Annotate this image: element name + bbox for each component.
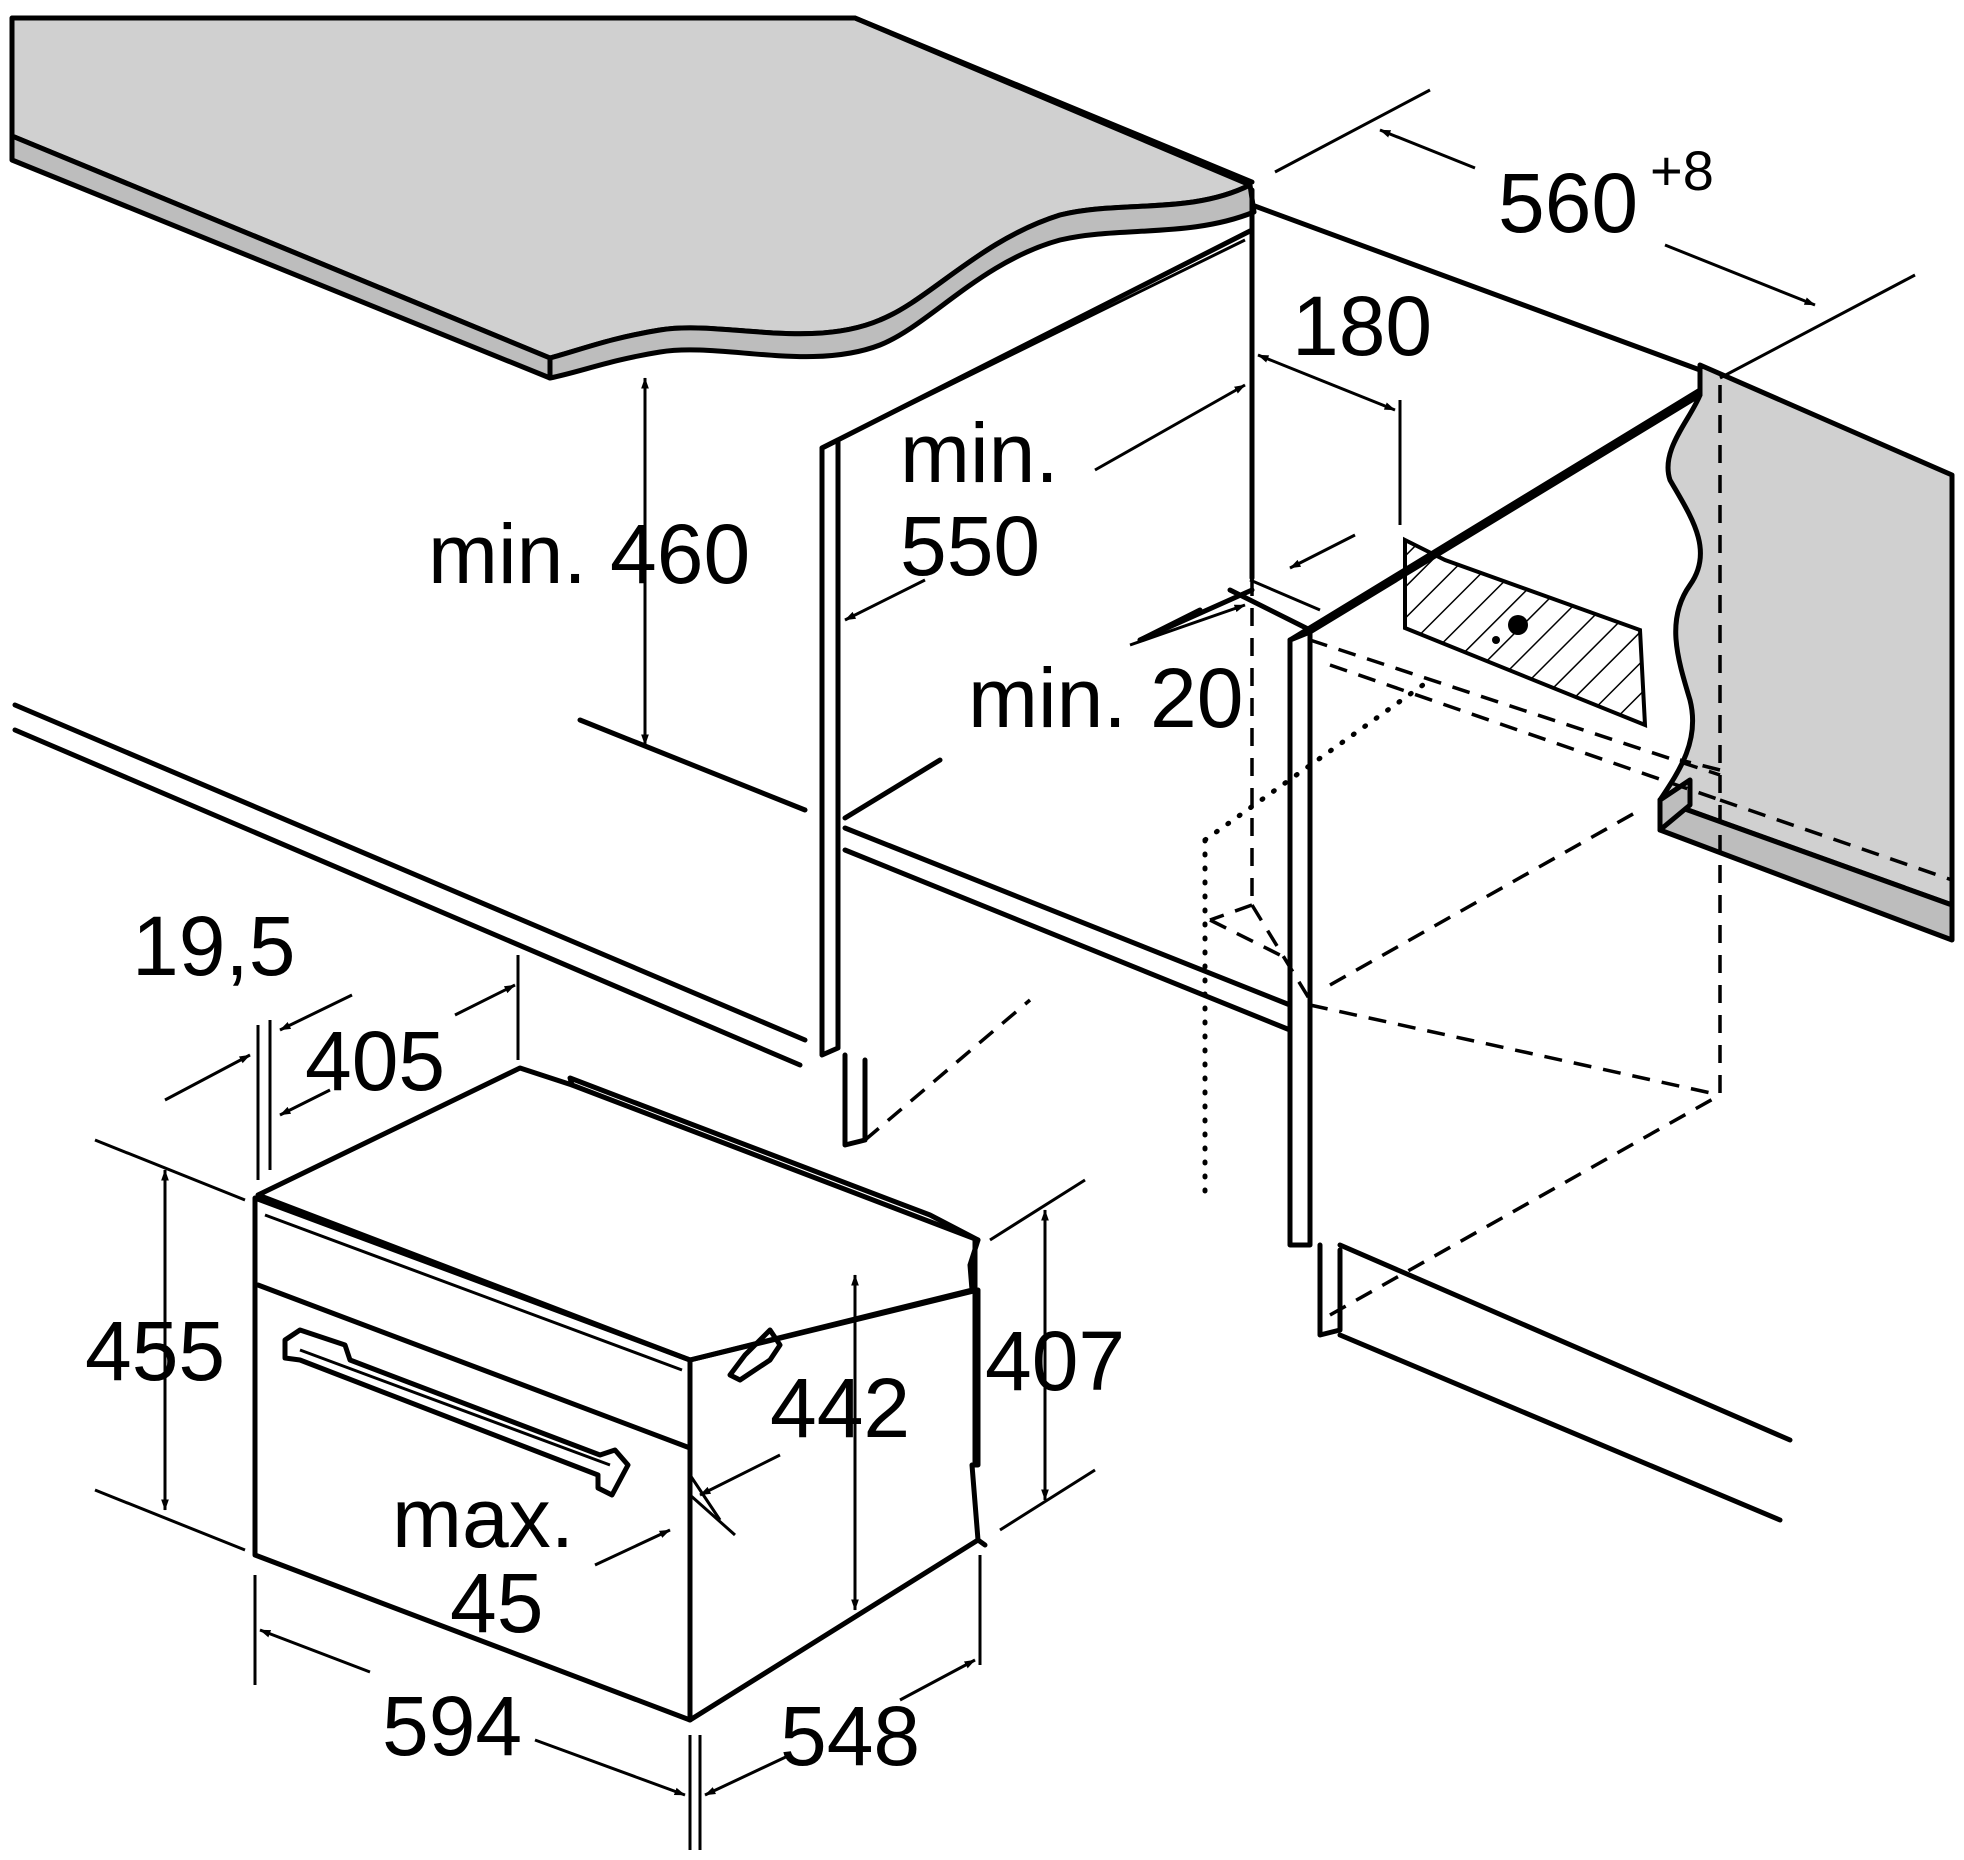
worktop-left [9, 15, 1257, 381]
front-panel-thickness-label: 19,5 [132, 899, 296, 993]
door-overlap-max: max. [392, 1471, 574, 1565]
body-height-label: 442 [770, 1361, 910, 1455]
dimension-lines [94, 88, 1916, 1850]
cabinet [12, 15, 1793, 1523]
body-depth-label: 405 [305, 1014, 445, 1108]
niche-width-tolerance: +8 [1650, 139, 1714, 202]
ventilation-gap-label: min. 20 [968, 651, 1243, 745]
total-width-label: 594 [382, 1679, 522, 1773]
socket-box [1403, 536, 1648, 729]
total-height-label: 455 [85, 1304, 225, 1398]
socket-offset-label: 180 [1292, 279, 1432, 373]
hidden-niche-outline [863, 385, 1953, 1317]
oven [252, 1065, 988, 1723]
worktop-right [1657, 362, 1955, 943]
hidden-appliance-outline [1202, 677, 1433, 1203]
niche-height-label: min. 460 [428, 507, 750, 601]
niche-depth-value: 550 [900, 499, 1040, 593]
niche-depth-min: min. [900, 406, 1059, 500]
socket-icon [1508, 615, 1528, 635]
total-depth-label: 548 [780, 1689, 920, 1783]
niche-width-label: 560 [1498, 156, 1638, 250]
side-height-label: 407 [985, 1314, 1125, 1408]
door-overlap-value: 45 [450, 1556, 543, 1650]
dimension-labels: 560 +8 180 min. 550 min. 460 min. 20 19,… [85, 139, 1714, 1783]
